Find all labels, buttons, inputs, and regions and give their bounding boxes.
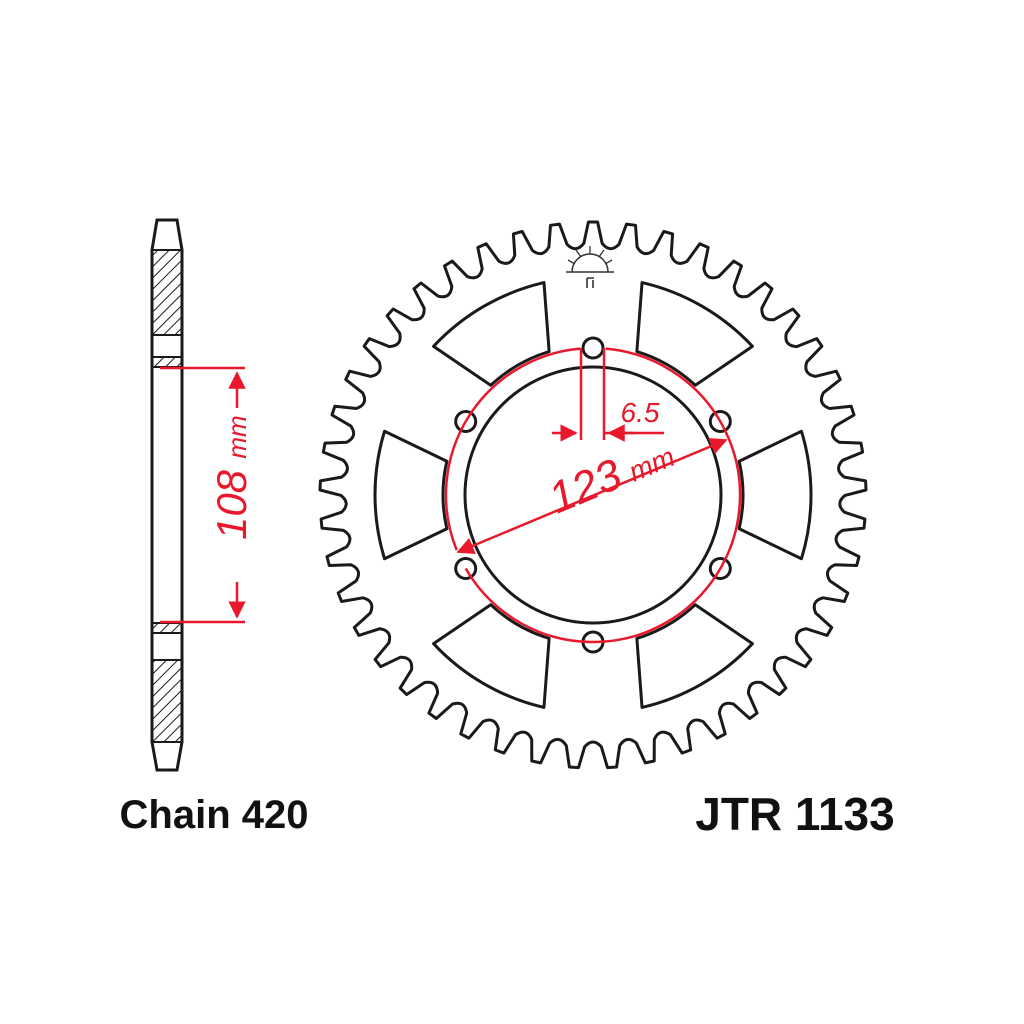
side-hatch-lower-small [151,622,183,634]
front-view: 123 mm 6.5 [318,220,868,770]
logo-sun-icon [566,246,614,288]
pcd-dimension-line [456,437,728,555]
chain-caption: Chain 420 [120,793,309,837]
pcd-dimension-unit: mm [624,441,679,488]
bolt-hole [708,410,732,433]
bolt-hole-dimension-value: 6.5 [621,397,660,428]
bolt-hole [454,410,478,433]
side-hatch-bottom [151,659,183,743]
lightening-window [737,429,813,561]
bolt-hole [581,336,605,360]
lightening-window [373,429,449,561]
lightening-window [635,603,754,709]
lightening-window [432,603,551,709]
lightening-window [432,281,551,387]
height-dimension [160,366,246,624]
lightening-window [635,281,754,387]
bolt-hole [708,557,732,580]
side-hatch-upper-small [151,356,183,368]
side-hatch-top [151,249,183,336]
bolt-hole [454,557,478,580]
pcd-circle [444,347,742,644]
lightening-windows [373,281,813,709]
bolt-hole-dimension [552,348,664,442]
part-number-caption: JTR 1133 [695,788,894,840]
bolt-holes [454,336,732,654]
height-dimension-value: 108 [208,469,255,540]
side-view: 108 mm [150,218,255,772]
side-profile [150,218,184,772]
sprocket-tooth-outline [318,220,868,770]
height-dimension-unit: mm [222,415,252,458]
